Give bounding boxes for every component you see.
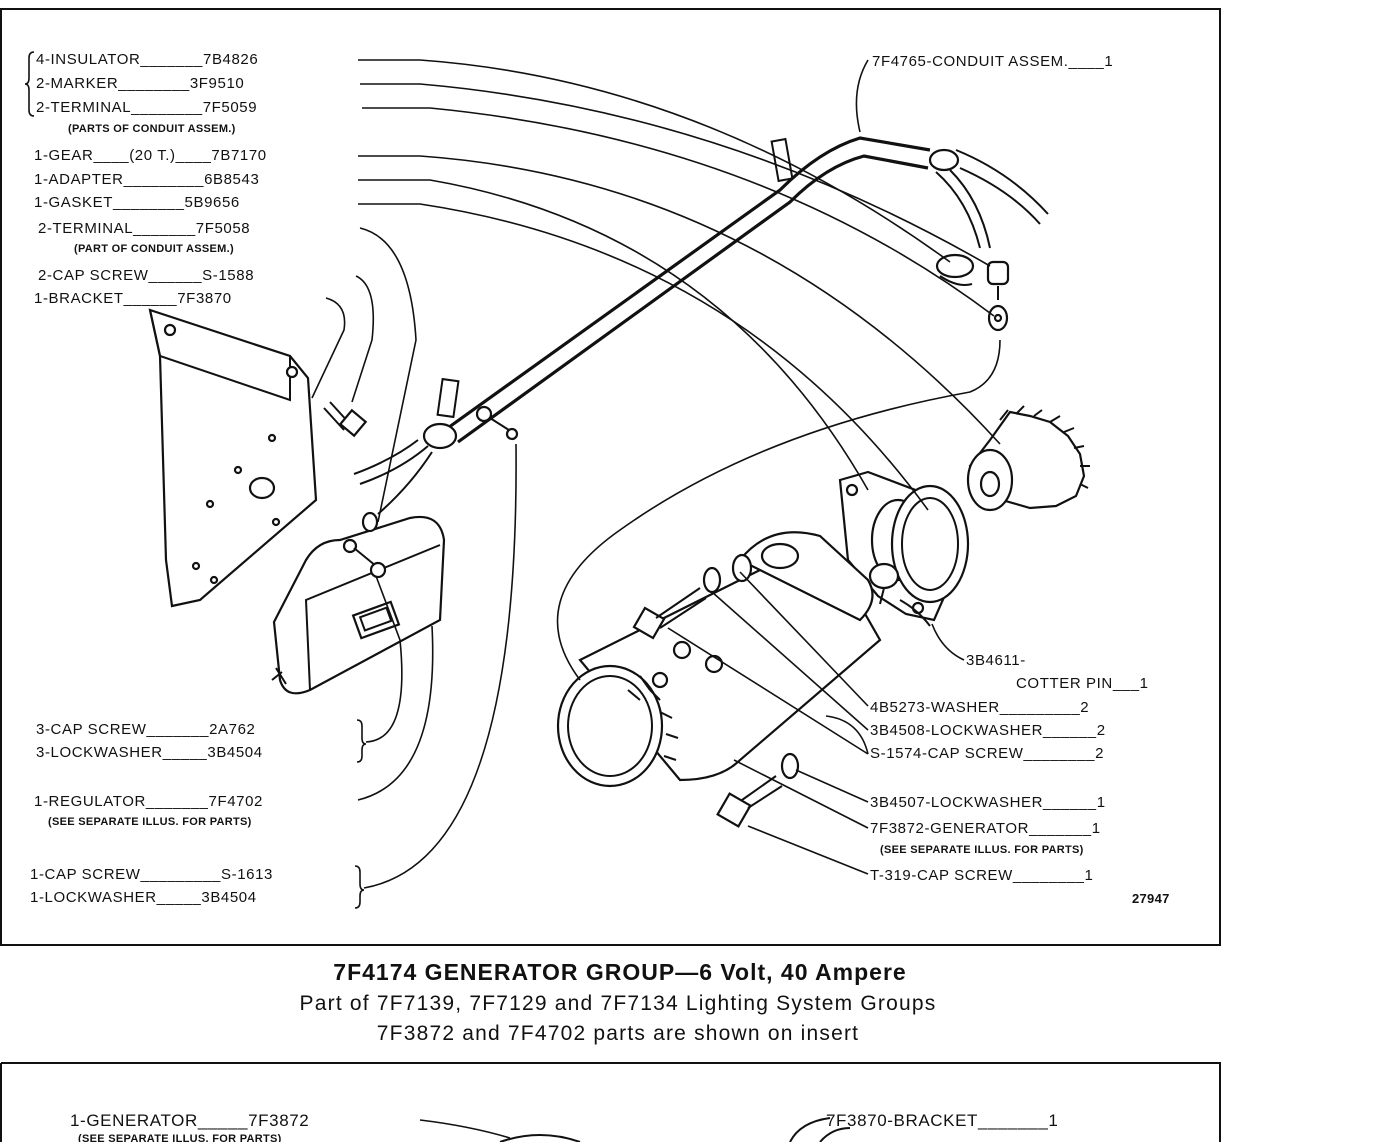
label-lockwasher-3b4507: 3B4507-LOCKWASHER______1: [870, 794, 1106, 811]
gear-7b7170: [966, 405, 1090, 512]
bottom-label-generator: 1-GENERATOR_____7F3872: [70, 1111, 309, 1130]
cap-screw-s1588: [323, 401, 368, 438]
label-insulator: 4-INSULATOR_______7B4826: [36, 51, 258, 68]
conduit-assembly: [353, 136, 1049, 515]
note-part-of-conduit: (PART OF CONDUIT ASSEM.): [74, 243, 234, 255]
label-regulator: 1-REGULATOR_______7F4702: [34, 793, 263, 810]
label-conduit-assem: 7F4765-CONDUIT ASSEM.____1: [872, 53, 1113, 70]
bottom-label-bracket: 7F3870-BRACKET_______1: [826, 1111, 1058, 1130]
label-terminal-7f5058: 2-TERMINAL_______7F5058: [38, 220, 250, 237]
caption-line-2: Part of 7F7139, 7F7129 and 7F7134 Lighti…: [300, 992, 937, 1015]
label-generator: 7F3872-GENERATOR_______1: [870, 820, 1101, 837]
label-lockwasher-3b4504-b: 1-LOCKWASHER_____3B4504: [30, 889, 257, 906]
label-cap-screw-s1588: 2-CAP SCREW______S-1588: [38, 267, 254, 284]
label-lockwasher-3b4504-a: 3-LOCKWASHER_____3B4504: [36, 744, 263, 761]
label-marker: 2-MARKER________3F9510: [36, 75, 244, 92]
label-cotter-pin-number: 3B4611-: [966, 652, 1026, 669]
generator-7f3872: [556, 531, 882, 788]
bottom-note-see-separate: (SEE SEPARATE ILLUS. FOR PARTS): [78, 1133, 282, 1142]
caption: 7F4174 GENERATOR GROUP—6 Volt, 40 Ampere…: [300, 959, 937, 1045]
generator-fasteners: [632, 553, 800, 828]
label-cap-screw-s1574: S-1574-CAP SCREW________2: [870, 745, 1104, 762]
label-gasket: 1-GASKET________5B9656: [34, 194, 240, 211]
note-see-separate-regulator: (SEE SEPARATE ILLUS. FOR PARTS): [48, 816, 252, 828]
conduit-clamp-upper: [770, 137, 794, 183]
label-washer-4b5273: 4B5273-WASHER_________2: [870, 699, 1089, 716]
leader-lines: [311, 59, 1001, 889]
bracket-7f3870: [148, 308, 318, 608]
label-terminal-7f5059: 2-TERMINAL________7F5059: [36, 99, 257, 116]
caption-title: 7F4174 GENERATOR GROUP—6 Volt, 40 Ampere: [333, 959, 906, 985]
terminal-parts: [935, 253, 1010, 332]
label-cotter-pin: COTTER PIN___1: [1016, 675, 1149, 692]
label-braces: [24, 51, 367, 909]
caption-line-3: 7F3872 and 7F4702 parts are shown on ins…: [377, 1022, 859, 1045]
bottom-panel-border: [0, 1062, 1221, 1142]
note-parts-of-conduit: (PARTS OF CONDUIT ASSEM.): [68, 123, 236, 135]
bottom-panel: 1-GENERATOR_____7F3872 (SEE SEPARATE ILL…: [70, 1111, 1058, 1142]
figure-number: 27947: [1132, 891, 1170, 906]
label-lockwasher-3b4508: 3B4508-LOCKWASHER______2: [870, 722, 1106, 739]
note-see-separate-generator: (SEE SEPARATE ILLUS. FOR PARTS): [880, 844, 1084, 856]
label-cap-screw-s1613: 1-CAP SCREW_________S-1613: [30, 866, 273, 883]
left-labels: 4-INSULATOR_______7B4826 2-MARKER_______…: [30, 51, 273, 906]
label-gear: 1-GEAR____(20 T.)____7B7170: [34, 147, 267, 164]
top-panel-border: [0, 8, 1221, 946]
regulator-7f4702: [271, 511, 446, 695]
right-labels: 7F4765-CONDUIT ASSEM.____1 3B4611- COTTE…: [870, 53, 1170, 906]
label-cap-screw-2a762: 3-CAP SCREW_______2A762: [36, 721, 255, 738]
label-bracket: 1-BRACKET______7F3870: [34, 290, 232, 307]
label-adapter: 1-ADAPTER_________6B8543: [34, 171, 259, 188]
label-cap-screw-t319: T-319-CAP SCREW________1: [870, 867, 1093, 884]
